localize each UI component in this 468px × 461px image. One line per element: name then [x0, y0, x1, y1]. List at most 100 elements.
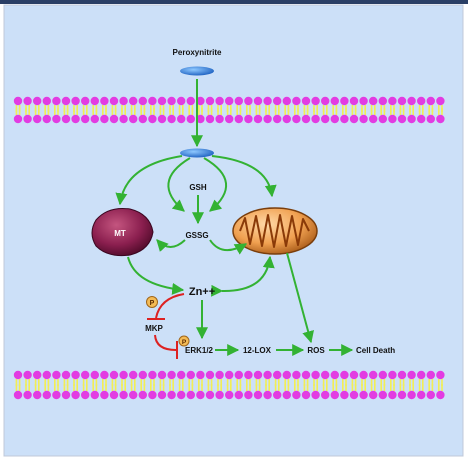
lipid-head [426, 370, 435, 380]
lipid-head [407, 370, 416, 380]
lipid-head [205, 390, 215, 400]
lipid-head [244, 390, 253, 400]
mitochondrion-icon [232, 207, 318, 255]
lipid-head [81, 114, 90, 124]
lipid-head [167, 96, 176, 106]
lipid-head [349, 114, 359, 124]
lipid-head [109, 96, 119, 106]
phospho-top-label: P [150, 300, 155, 307]
lipid-head [61, 114, 71, 124]
lipid-head [417, 114, 426, 124]
lipid-head [301, 370, 311, 380]
lipid-head [407, 96, 416, 106]
lipid-head [61, 370, 71, 380]
lipid-head [253, 114, 263, 124]
lipid-head [282, 114, 291, 124]
lipid-head [311, 370, 320, 380]
lipid-head [186, 370, 195, 380]
lipid-head [282, 96, 291, 106]
lipid-head [13, 114, 23, 124]
lipid-head [138, 370, 147, 380]
lipid-head [90, 390, 100, 400]
lipid-head [359, 96, 368, 106]
receptor-molecule-icon [180, 148, 214, 158]
lipid-head [321, 96, 330, 106]
lipid-head [388, 390, 397, 400]
lipid-head [119, 370, 128, 380]
lipid-head [417, 390, 426, 400]
lipid-head [234, 370, 243, 380]
ros-label: ROS [307, 346, 325, 355]
lipid-head [282, 370, 291, 380]
lipid-head [148, 96, 157, 106]
lipid-head [100, 370, 109, 380]
lipid-head [436, 114, 445, 124]
lipid-head [23, 370, 32, 380]
erk-label: ERK1/2 [185, 346, 214, 355]
lipid-head [138, 390, 147, 400]
lipid-head [33, 370, 42, 380]
lipid-head [225, 370, 234, 380]
lipid-head [215, 370, 224, 380]
lipid-head [388, 370, 397, 380]
arrow-receptor-to-mitochondrion [211, 155, 277, 198]
lipid-head [378, 114, 387, 124]
lipid-head [90, 114, 100, 124]
lox-label: 12-LOX [243, 346, 272, 355]
inhibition-mkp-to-erk [154, 334, 177, 351]
lipid-head [330, 370, 339, 380]
lipid-head [90, 96, 100, 106]
lipid-head [177, 370, 186, 380]
phosphorylation-marker-top: P [146, 296, 158, 308]
lipid-head [292, 390, 301, 400]
lipid-head [378, 390, 387, 400]
lipid-head [292, 96, 301, 106]
lipid-head [177, 96, 186, 106]
lipid-head [234, 390, 243, 400]
lipid-head [129, 390, 138, 400]
lipid-head [119, 114, 128, 124]
lipid-head [157, 114, 167, 124]
cell-death-label: Cell Death [356, 346, 395, 355]
peroxynitrite-molecule-icon [180, 66, 214, 76]
lipid-head [388, 96, 397, 106]
lipid-head [417, 96, 426, 106]
lipid-head [71, 370, 80, 380]
lipid-head [417, 370, 426, 380]
lipid-head [148, 114, 157, 124]
lipid-head [52, 96, 61, 106]
lipid-head [340, 370, 349, 380]
lipid-head [33, 96, 42, 106]
mkp-label: MKP [145, 324, 163, 333]
lipid-head [13, 390, 23, 400]
lipid-head [225, 96, 234, 106]
lipid-head [100, 390, 109, 400]
arrow-gssg-to-mt [156, 239, 186, 252]
lipid-head [138, 114, 147, 124]
lipid-head [90, 370, 100, 380]
lipid-head [436, 390, 445, 400]
lipid-head [253, 96, 263, 106]
lipid-head [196, 370, 205, 380]
lipid-head [301, 114, 311, 124]
lipid-head [234, 96, 243, 106]
cell-membrane-bottom [13, 370, 445, 400]
mt-protein-icon [91, 208, 154, 257]
lipid-head [100, 96, 109, 106]
peroxynitrite-label: Peroxynitrite [173, 48, 222, 57]
lipid-head [109, 390, 119, 400]
lipid-head [311, 390, 320, 400]
lipid-head [407, 114, 416, 124]
lipid-head [196, 114, 205, 124]
lipid-head [378, 96, 387, 106]
gssg-label: GSSG [185, 231, 208, 240]
lipid-head [167, 114, 176, 124]
lipid-head [426, 114, 435, 124]
lipid-head [148, 370, 157, 380]
lipid-head [177, 114, 186, 124]
lipid-head [23, 96, 32, 106]
inhibition-zn-to-mkp [155, 293, 185, 319]
cell-membrane-top [13, 96, 445, 124]
lipid-head [205, 370, 215, 380]
lipid-head [33, 390, 42, 400]
